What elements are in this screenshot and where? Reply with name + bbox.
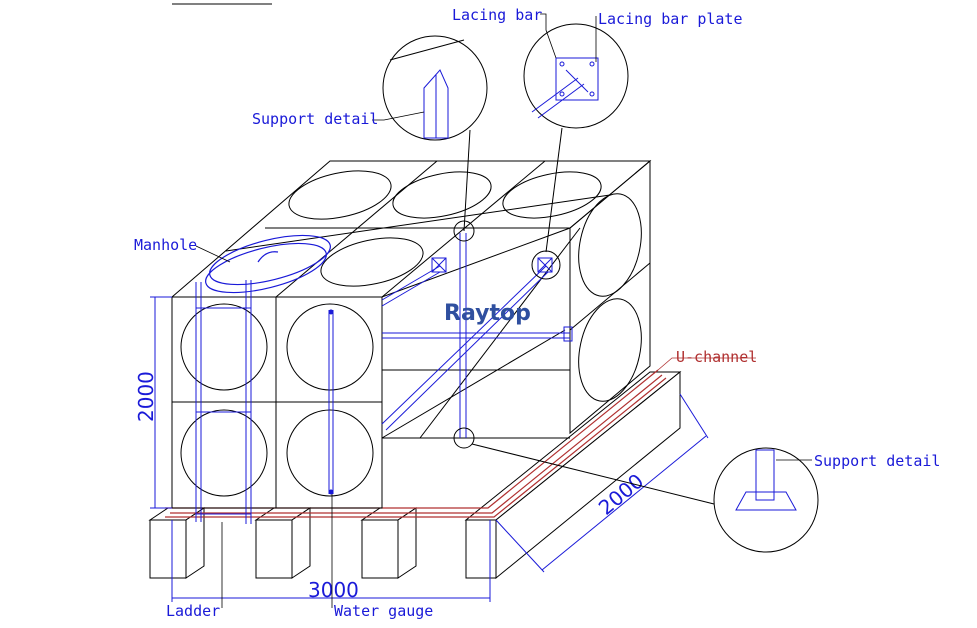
water-gauge-label: Water gauge: [334, 602, 433, 620]
u-channel-label: U-channel: [676, 348, 757, 366]
lacing-plate-bubble: [523, 23, 629, 253]
support-detail-top-label: Support detail: [252, 110, 378, 128]
support-detail-bottom-label: Support detail: [814, 452, 940, 470]
dimension-lines: [150, 296, 709, 602]
skid-base: [148, 370, 682, 580]
ladder: [195, 280, 252, 524]
ladder-label: Ladder: [166, 602, 220, 620]
manhole-cover: [205, 234, 331, 294]
support-detail-top-bubble: [382, 35, 488, 232]
lacing-bar-plate-label: Lacing bar plate: [598, 10, 743, 28]
height-dimension: 2000: [134, 371, 158, 422]
leader-lines: [195, 13, 812, 608]
width-dimension: 3000: [308, 578, 359, 602]
brand-watermark: Raytop: [444, 301, 531, 326]
support-detail-bottom-bubble: [471, 443, 819, 553]
water-gauge: [328, 309, 334, 495]
tank-body: [170, 159, 652, 509]
support-detail-top-part: [423, 69, 449, 139]
lacing-plate-part: [531, 57, 599, 119]
support-detail-bottom-part: [735, 449, 797, 511]
lacing-bars: [381, 233, 573, 438]
detail-markers: [453, 220, 561, 449]
manhole-label: Manhole: [134, 236, 197, 254]
lacing-bar-label: Lacing bar: [452, 6, 542, 24]
u-channel-leader: [657, 357, 756, 371]
